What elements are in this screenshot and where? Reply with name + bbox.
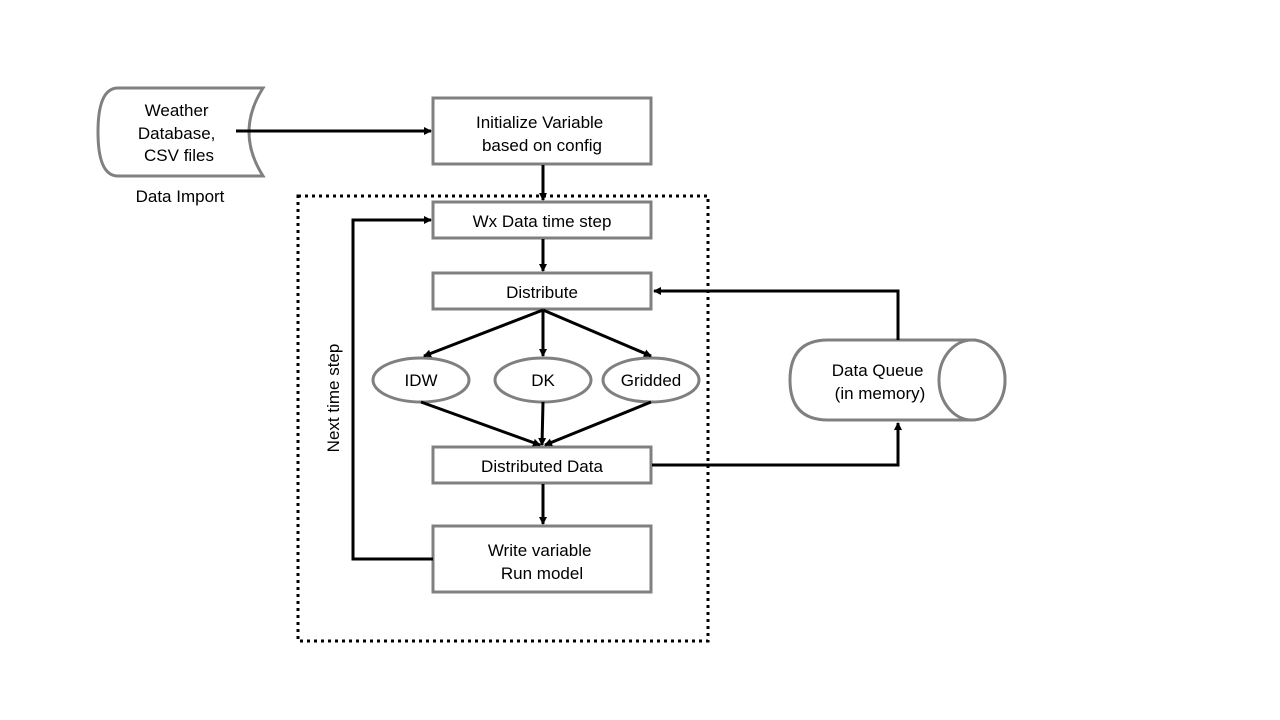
next-time-step-label: Next time step <box>324 344 343 453</box>
distribute-node <box>431 271 653 311</box>
initialize-variable-line-2: based on config <box>482 136 602 155</box>
initialize-variable-label: Initialize Variable based on config <box>476 113 608 155</box>
arrow-distributed-to-queue <box>652 422 902 467</box>
arrow-distribute-to-idw <box>423 308 544 358</box>
weather-database-line-1: Weather <box>145 101 209 120</box>
data-import-caption: Data Import <box>136 187 225 206</box>
arrow-next-time-step-loop <box>351 216 433 561</box>
weather-database-line-3: CSV files <box>144 146 214 165</box>
wx-data-time-step-label: Wx Data time step <box>473 212 612 231</box>
data-queue-line-1: Data Queue <box>832 361 924 380</box>
data-queue-label: Data Queue (in memory) <box>832 361 928 403</box>
weather-database-node <box>96 86 266 178</box>
distributed-data-node <box>431 445 653 485</box>
wx-data-time-step-node <box>431 200 653 240</box>
time-loop-container <box>296 194 710 643</box>
initialize-variable-line-1: Initialize Variable <box>476 113 603 132</box>
distribute-label: Distribute <box>506 283 578 302</box>
weather-database-label: Weather Database, CSV files <box>138 101 220 165</box>
write-run-label: Write variable Run model <box>488 541 596 583</box>
initialize-variable-node <box>431 96 653 166</box>
dk-label: DK <box>531 371 555 390</box>
arrow-idw-to-distributed <box>420 400 541 447</box>
write-run-line-2: Run model <box>501 564 583 583</box>
weather-database-line-2: Database, <box>138 124 216 143</box>
gridded-label: Gridded <box>621 371 681 390</box>
idw-label: IDW <box>404 371 437 390</box>
arrow-queue-to-distribute <box>653 287 900 340</box>
arrow-gridded-to-distributed <box>544 400 652 447</box>
distributed-data-label: Distributed Data <box>481 457 603 476</box>
arrow-dk-to-distributed <box>538 401 547 446</box>
data-queue-line-2: (in memory) <box>835 384 926 403</box>
arrow-distribute-to-gridded <box>542 308 652 358</box>
write-run-line-1: Write variable <box>488 541 592 560</box>
data-queue-cap <box>937 338 1007 422</box>
